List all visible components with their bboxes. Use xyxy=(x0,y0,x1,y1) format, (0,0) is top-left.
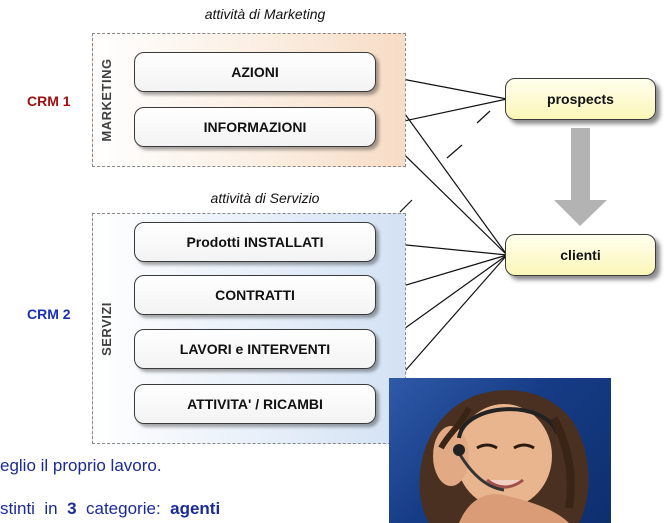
crm2-label: CRM 2 xyxy=(27,306,71,322)
prodotti-installati-box: Prodotti INSTALLATI xyxy=(134,222,376,262)
marketing-group-label: MARKETING xyxy=(99,58,114,142)
lavori-interventi-box: LAVORI e INTERVENTI xyxy=(134,329,376,369)
woman-with-headset-photo xyxy=(389,378,611,523)
servizio-caption: attività di Servizio xyxy=(210,190,320,206)
crm1-label: CRM 1 xyxy=(27,93,71,109)
marketing-caption: attività di Marketing xyxy=(204,6,326,22)
informazioni-box: INFORMAZIONI xyxy=(134,107,376,147)
body-text-line-1: eglio il proprio lavoro. xyxy=(0,456,162,475)
attivita-ricambi-box: ATTIVITA' / RICAMBI xyxy=(134,384,376,424)
azioni-box: AZIONI xyxy=(134,52,376,92)
servizi-group-label: SERVIZI xyxy=(99,302,114,356)
contratti-box: CONTRATTI xyxy=(134,275,376,315)
prospects-box: prospects xyxy=(505,78,656,120)
clienti-box: clienti xyxy=(505,234,656,276)
body-text-line-2: stinti in 3 categorie: agenti xyxy=(0,499,221,518)
